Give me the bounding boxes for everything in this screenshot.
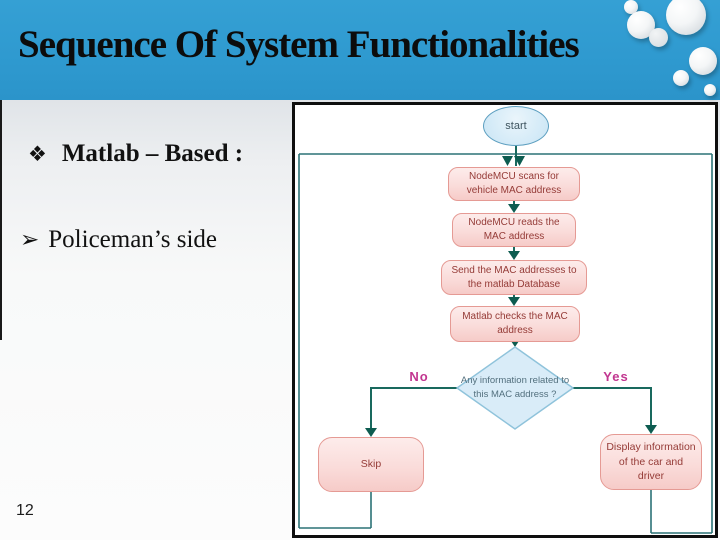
branch-yes-label: Yes [603, 369, 629, 384]
decision-diamond [455, 346, 575, 430]
bubble-decoration [689, 47, 717, 75]
result-display-node: Display information of the car and drive… [600, 434, 702, 490]
start-node: start [483, 106, 549, 146]
process-send-mac: Send the MAC addresses to the matlab Dat… [441, 260, 587, 295]
bullet-text: Policeman’s side [48, 226, 218, 253]
flowchart-panel: start NodeMCU scans for vehicle MAC addr… [292, 102, 718, 538]
title-bar: Sequence Of System Functionalities [0, 0, 720, 100]
page-number: 12 [16, 502, 34, 519]
diamond-bullet-icon: ❖ [28, 142, 47, 166]
bullet-text: Matlab – Based : [61, 140, 244, 167]
arrow-bullet-icon: ➢ [20, 227, 40, 252]
process-scan-mac: NodeMCU scans for vehicle MAC address [448, 167, 580, 201]
bubble-decoration [704, 84, 716, 96]
bullet-item-matlab-based: ❖ Matlab – Based : [28, 140, 243, 168]
flowchart-connectors [298, 145, 713, 534]
bubble-decoration [666, 0, 706, 35]
process-read-mac: NodeMCU reads the MAC address [452, 213, 576, 247]
result-skip-node: Skip [318, 437, 424, 492]
loop-back-lines [298, 153, 713, 534]
process-check-mac: Matlab checks the MAC address [450, 306, 580, 342]
bubble-decoration [649, 28, 668, 47]
bubble-decoration [624, 0, 638, 14]
left-edge-line [0, 100, 2, 340]
slide-title: Sequence Of System Functionalities [18, 23, 580, 66]
decision-label: Any information related to this MAC addr… [460, 375, 570, 400]
branch-no-label: No [409, 369, 429, 384]
bullet-item-policemans-side: ➢ Policeman’s side [20, 226, 217, 254]
bubble-decoration [673, 70, 689, 86]
